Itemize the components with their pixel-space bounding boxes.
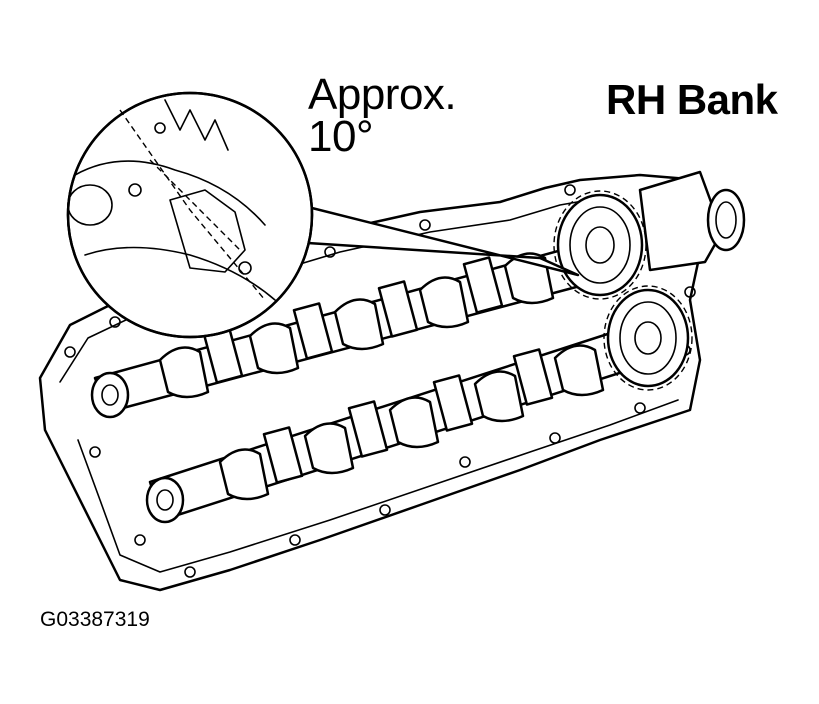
bank-label: RH Bank bbox=[606, 76, 778, 123]
camshaft-gears bbox=[553, 170, 746, 391]
figure-code: G03387319 bbox=[40, 608, 150, 631]
lower-camshaft bbox=[145, 328, 637, 524]
detail-magnifier bbox=[66, 91, 580, 339]
angle-label-line1: Approx. bbox=[308, 70, 457, 119]
upper-camshaft bbox=[90, 243, 597, 419]
angle-label-line2: 10° bbox=[308, 112, 374, 161]
angle-label: Approx. 10° bbox=[308, 70, 457, 161]
